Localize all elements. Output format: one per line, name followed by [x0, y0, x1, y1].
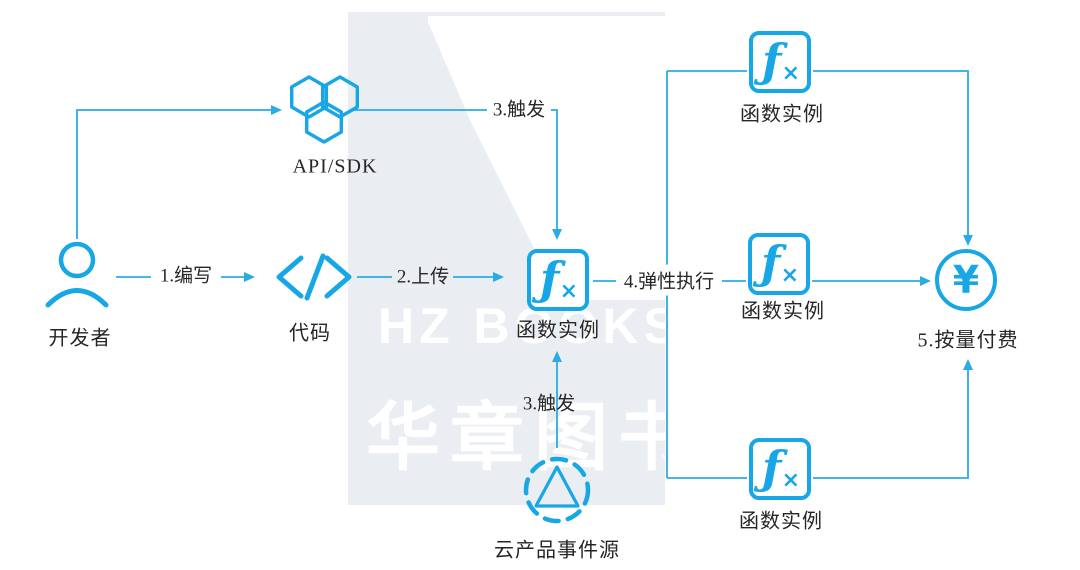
function-bottom-label: 函数实例	[739, 510, 823, 533]
edge-developer-to-apisdk	[76, 109, 272, 239]
arrowhead-upload	[493, 272, 504, 282]
event-source-label: 云产品事件源	[494, 539, 620, 562]
fx-glyph: ƒ	[762, 441, 782, 494]
function-main-icon: ƒ ×	[527, 249, 589, 311]
yen-glyph: ¥	[952, 258, 980, 302]
fx-glyph: ƒ	[540, 252, 560, 305]
function-top-label: 函数实例	[740, 103, 824, 126]
arrowhead-trigger-api	[552, 229, 562, 240]
function-top-icon: ƒ ×	[749, 31, 811, 93]
arrowhead-write	[244, 272, 255, 282]
code-icon	[276, 253, 352, 301]
edge-label-trigger-event: 3.触发	[522, 393, 576, 415]
edge-label-elastic-exec: 4.弹性执行	[618, 264, 720, 296]
arrowhead-into-apisdk	[271, 105, 282, 115]
arrowhead-top-into-billing	[963, 235, 973, 246]
arrowhead-trigger-event	[552, 351, 562, 362]
function-mid-label: 函数实例	[741, 300, 825, 323]
function-main-label: 函数实例	[516, 319, 600, 342]
fx-x-glyph: ×	[780, 263, 799, 288]
fx-x-glyph: ×	[781, 61, 800, 86]
api-sdk-label: API/SDK	[292, 155, 378, 178]
api-sdk-icon	[289, 75, 360, 144]
function-bottom-icon: ƒ ×	[749, 438, 811, 500]
billing-label: 5.按量付费	[917, 329, 1019, 352]
billing-icon: ¥	[935, 249, 997, 311]
developer-icon	[45, 241, 109, 308]
watermark-text-latin: HZ BOOKS	[378, 298, 682, 354]
edge-label-upload: 2.上传	[396, 266, 450, 288]
fx-glyph: ƒ	[762, 34, 782, 87]
edge-trigger-api-line-b	[551, 109, 558, 229]
code-label: 代码	[289, 322, 331, 345]
event-source-icon	[523, 456, 591, 524]
arrowhead-bottom-into-billing	[963, 359, 973, 370]
fx-x-glyph: ×	[781, 468, 800, 493]
edge-label-trigger-api: 3.触发	[492, 99, 546, 121]
edge-label-write: 1.编写	[159, 265, 213, 287]
publisher-logo-shape	[428, 16, 665, 300]
edge-bottom-branch-b	[813, 369, 969, 479]
watermark-text-cjk: 华章图书	[366, 398, 702, 480]
developer-label: 开发者	[48, 327, 112, 350]
fx-glyph: ƒ	[761, 236, 781, 289]
fx-x-glyph: ×	[559, 279, 578, 304]
arrowhead-mid-into-billing	[920, 276, 931, 286]
function-mid-icon: ƒ ×	[748, 233, 810, 295]
edge-top-branch-b	[813, 70, 969, 236]
